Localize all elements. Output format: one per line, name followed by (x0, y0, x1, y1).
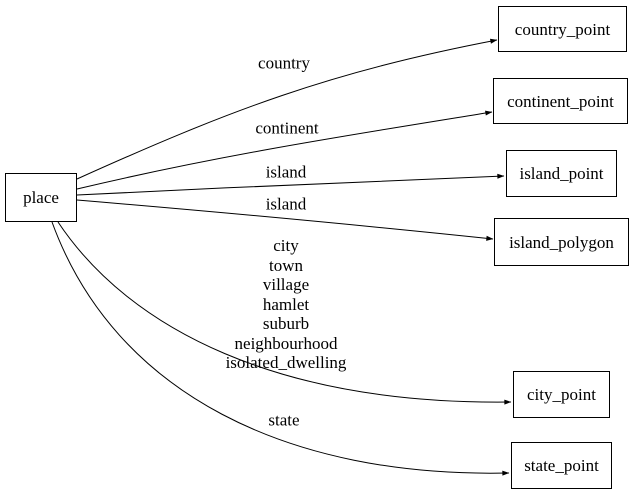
node-city_point: city_point (513, 371, 610, 418)
node-label: city_point (527, 385, 596, 404)
node-label: state_point (524, 456, 599, 475)
edge-label-line: neighbourhood (234, 333, 338, 353)
edge-label-line: village (262, 274, 310, 294)
node-label: island_polygon (509, 232, 614, 252)
node-state_point: state_point (511, 442, 612, 489)
edge-label-line: isolated_dwelling (225, 352, 347, 372)
edge-place-city_point (57, 221, 512, 405)
edge-place-island_point (76, 173, 505, 196)
node-label: place (23, 188, 59, 207)
edge-label-line: island (265, 194, 307, 214)
edge-label-place-island_polygon: island (266, 194, 307, 214)
node-place: place (5, 173, 77, 222)
edge-label-line: suburb (262, 313, 310, 333)
edge-place-continent_point (76, 110, 493, 190)
edge-label-place-country_point: country (258, 53, 310, 73)
node-island_polygon: island_polygon (494, 218, 629, 266)
node-label: country_point (514, 19, 611, 39)
edge-label-line: hamlet (262, 294, 310, 314)
edge-label-line: state (268, 410, 300, 430)
node-label: continent_point (507, 91, 614, 111)
node-continent_point: continent_point (493, 78, 628, 124)
edge-label-line: city (273, 235, 299, 255)
node-island_point: island_point (506, 150, 617, 197)
edge-label-line: continent (255, 118, 319, 138)
edge-place-state_point (51, 221, 510, 476)
edge-label-line: island (265, 162, 307, 182)
edge-label-place-continent_point: continent (255, 118, 318, 138)
node-country_point: country_point (498, 6, 627, 52)
edge-label-place-state_point: state (268, 410, 299, 430)
edge-label-line: country (258, 53, 310, 73)
node-label: island_point (519, 164, 604, 183)
edge-label-line: town (269, 255, 303, 275)
edge-place-island_polygon (76, 199, 494, 241)
edge-label-place-island_point: island (266, 162, 307, 182)
edge-place-country_point (76, 38, 498, 180)
